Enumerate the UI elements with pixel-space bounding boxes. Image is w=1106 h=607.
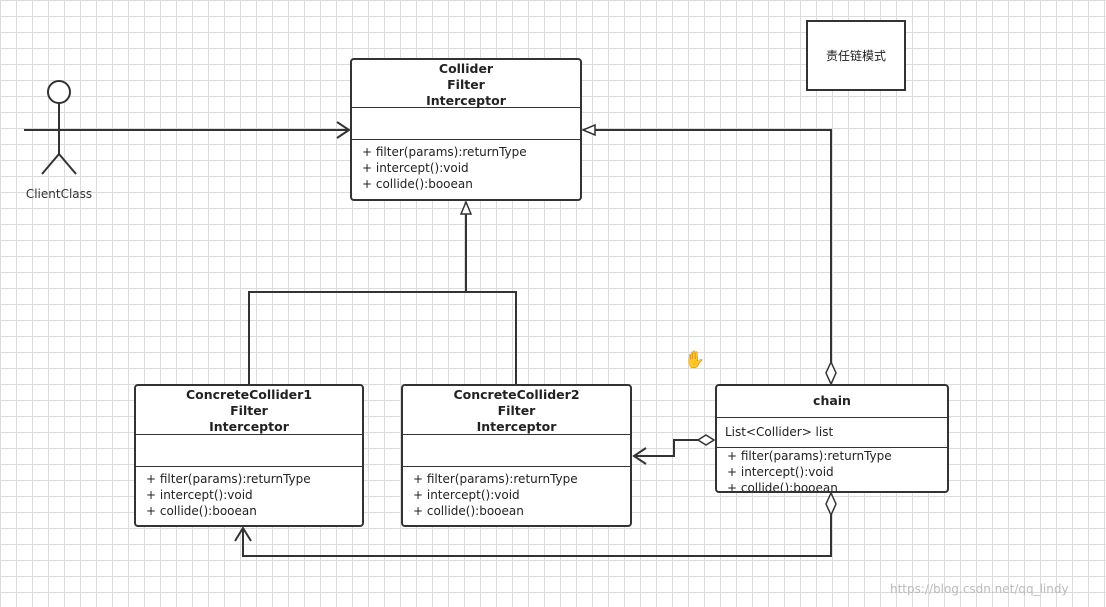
concrete1-header: ConcreteCollider1 Filter Interceptor (136, 386, 362, 435)
chain-generalization-connector (581, 123, 837, 386)
chain-attribute: List<Collider> list (717, 418, 947, 448)
operation: + filter(params):returnType (362, 145, 527, 159)
hand-cursor-icon: ✋ (684, 350, 706, 370)
concrete2-stereotype-filter: Filter (497, 403, 536, 418)
concrete1-operations: + filter(params):returnType + intercept(… (136, 467, 362, 519)
concrete1-stereotype-filter: Filter (230, 403, 268, 418)
operation: + intercept():void (362, 161, 469, 175)
operation: + collide():booean (727, 481, 838, 493)
concrete2-attributes (403, 435, 630, 467)
interface-attributes (352, 108, 580, 140)
operation: + intercept():void (146, 488, 253, 502)
chain-name: chain (813, 393, 851, 408)
chain-aggregation-concrete1 (234, 491, 837, 557)
client-association-connector (86, 121, 351, 139)
actor-label: ClientClass (25, 187, 93, 201)
generalization-connector (248, 200, 517, 384)
interface-name: Collider (438, 61, 494, 76)
interface-class-box[interactable]: Collider Filter Interceptor + filter(par… (350, 58, 582, 201)
concrete2-operations: + filter(params):returnType + intercept(… (403, 467, 630, 519)
concrete1-stereotype-interceptor: Interceptor (209, 419, 289, 434)
concrete2-stereotype-interceptor: Interceptor (476, 419, 557, 434)
operation: + filter(params):returnType (727, 449, 892, 463)
interface-stereotype-interceptor: Interceptor (426, 93, 506, 108)
operation: + collide():booean (146, 504, 257, 518)
watermark: https://blog.csdn.net/qq_lindy (890, 582, 1069, 596)
concrete1-attributes (136, 435, 362, 467)
concrete1-name: ConcreteCollider1 (185, 387, 313, 402)
chain-class-box[interactable]: chain List<Collider> list + filter(param… (715, 384, 949, 493)
interface-operations: + filter(params):returnType + intercept(… (352, 140, 580, 192)
interface-stereotype-filter: Filter (447, 77, 485, 92)
operation: + filter(params):returnType (413, 472, 578, 486)
concrete-collider2-box[interactable]: ConcreteCollider2 Filter Interceptor + f… (401, 384, 632, 527)
operation: + collide():booean (362, 177, 473, 191)
operation: + filter(params):returnType (146, 472, 311, 486)
pattern-note-text: 责任链模式 (825, 49, 886, 63)
pattern-note[interactable]: 责任链模式 (806, 20, 906, 91)
concrete2-name: ConcreteCollider2 (453, 387, 580, 402)
operation: + intercept():void (413, 488, 520, 502)
concrete2-header: ConcreteCollider2 Filter Interceptor (403, 386, 630, 435)
concrete-collider1-box[interactable]: ConcreteCollider1 Filter Interceptor + f… (134, 384, 364, 527)
interface-class-header: Collider Filter Interceptor (352, 60, 580, 108)
chain-header: chain (717, 386, 947, 418)
operation: + intercept():void (727, 465, 834, 479)
actor-icon (24, 80, 94, 175)
chain-operations: + filter(params):returnType + intercept(… (717, 448, 947, 493)
operation: + collide():booean (413, 504, 524, 518)
chain-aggregation-concrete2 (632, 434, 716, 465)
